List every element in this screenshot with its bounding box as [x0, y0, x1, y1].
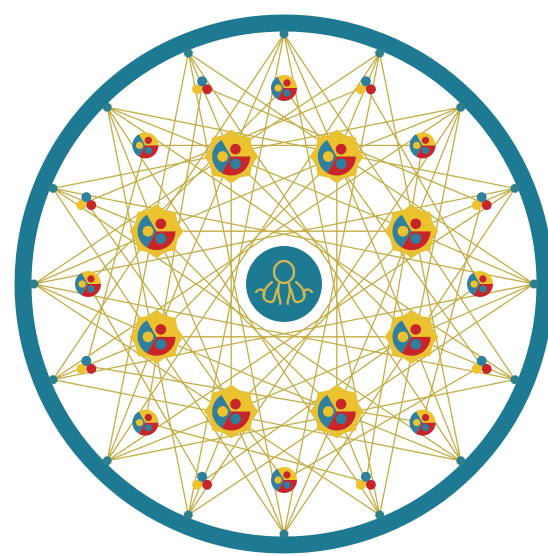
triple-swirl-icon	[132, 132, 158, 158]
triple-swirl-icon	[138, 212, 176, 250]
triple-swirl-icon	[212, 138, 250, 176]
junction-node	[510, 375, 519, 384]
triple-swirl-icon	[132, 410, 158, 436]
triple-swirl-icon	[410, 132, 436, 158]
triple-swirl-icon	[138, 318, 176, 356]
junction-node	[49, 184, 58, 193]
junction-node	[280, 30, 289, 39]
junction-node	[375, 510, 384, 519]
junction-node	[30, 280, 39, 289]
junction-node	[530, 280, 539, 289]
junction-node	[456, 456, 465, 465]
junction-node	[184, 49, 193, 58]
triple-swirl-icon	[467, 271, 493, 297]
junction-node	[280, 530, 289, 539]
junction-node	[103, 103, 112, 112]
triple-swirl-icon	[75, 271, 101, 297]
triple-swirl-icon	[212, 392, 250, 430]
triple-swirl-icon	[392, 212, 430, 250]
junction-node	[184, 510, 193, 519]
junction-node	[510, 184, 519, 193]
junction-node	[456, 103, 465, 112]
triple-swirl-icon	[318, 392, 356, 430]
junction-node	[375, 49, 384, 58]
junction-node	[103, 456, 112, 465]
triple-swirl-icon	[271, 75, 297, 101]
junction-node	[49, 375, 58, 384]
triple-swirl-icon	[410, 410, 436, 436]
triple-swirl-icon	[318, 138, 356, 176]
triple-swirl-icon	[392, 318, 430, 356]
triple-swirl-icon	[271, 467, 297, 493]
